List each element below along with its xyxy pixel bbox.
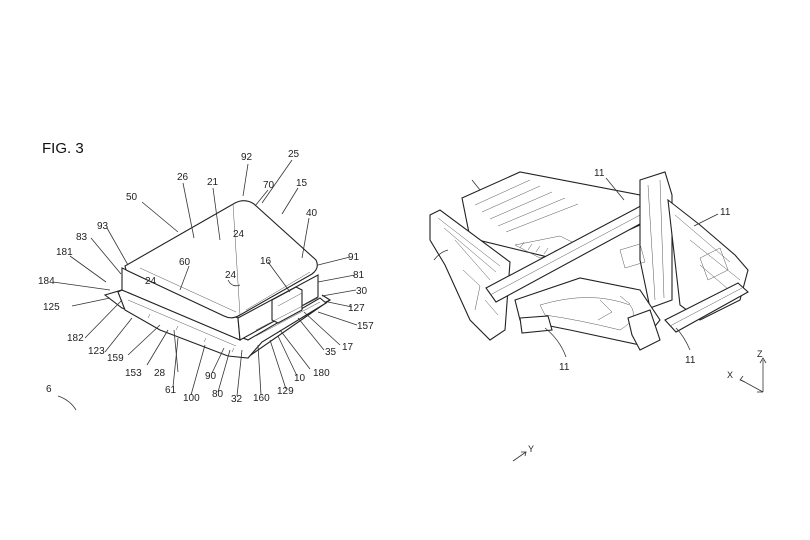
- connector-block: [271, 286, 303, 324]
- axis-y-label: Y: [528, 444, 534, 454]
- reference-numeral: 129: [277, 386, 294, 397]
- reference-numeral: 127: [348, 303, 365, 314]
- reference-numeral: 80: [212, 389, 224, 400]
- reference-numeral: 26: [177, 172, 189, 183]
- reference-numeral: 16: [260, 256, 272, 267]
- axis-z-label: Z: [757, 349, 763, 359]
- coordinate-axes: Z X Y: [512, 349, 767, 462]
- reference-numeral: 70: [263, 180, 275, 191]
- reference-numeral: 157: [357, 321, 374, 332]
- reference-numeral: 160: [253, 393, 270, 404]
- reference-numeral: 24: [225, 270, 237, 281]
- reference-numeral: 100: [183, 393, 200, 404]
- reference-numeral: 92: [241, 152, 253, 163]
- leader-lines: [52, 159, 358, 411]
- reference-numeral: 153: [125, 368, 142, 379]
- reference-numeral: 184: [38, 276, 55, 287]
- right-reference-numerals: 11 11 11 11 11: [559, 168, 731, 373]
- battery-housing-drawing: [103, 200, 332, 359]
- reference-numeral: 182: [67, 333, 84, 344]
- reference-numeral: 11: [720, 207, 731, 218]
- right-leader-lines: [433, 177, 719, 358]
- reference-numeral: 40: [306, 208, 318, 219]
- reference-numeral: 159: [107, 353, 124, 364]
- reference-numeral: 50: [126, 192, 138, 203]
- reference-numeral: 6: [46, 384, 52, 395]
- reference-numeral: 25: [288, 149, 300, 160]
- reference-numeral: 91: [348, 252, 360, 263]
- right-upright: [639, 171, 673, 309]
- reference-numeral: 35: [325, 347, 337, 358]
- reference-numeral: 10: [294, 373, 306, 384]
- left-rail: [429, 209, 511, 341]
- reference-numeral: 81: [353, 270, 365, 281]
- reference-numeral: 24: [233, 229, 245, 240]
- reference-numeral: 123: [88, 346, 105, 357]
- reference-numeral: 32: [231, 394, 243, 405]
- knuckle: [627, 309, 661, 351]
- reference-numeral: 181: [56, 247, 73, 258]
- reference-numeral: 28: [154, 368, 166, 379]
- reference-numeral: 83: [76, 232, 88, 243]
- figure-title: FIG. 3: [42, 140, 84, 157]
- reference-numeral: 21: [207, 177, 219, 188]
- reference-numeral: 30: [356, 286, 368, 297]
- reference-numeral: 60: [179, 257, 191, 268]
- reference-numeral: 90: [205, 371, 217, 382]
- reference-numeral: 24: [145, 276, 157, 287]
- lower-arm: [519, 315, 553, 334]
- lower-cross-beam: [664, 282, 749, 333]
- reference-numeral: 11: [559, 362, 570, 373]
- reference-numeral: 125: [43, 302, 60, 313]
- housing-lid: [124, 200, 318, 319]
- vehicle-frame-drawing: [429, 171, 749, 351]
- reference-numeral: 93: [97, 221, 109, 232]
- reference-numeral: 11: [594, 168, 605, 179]
- reference-numeral: 11: [685, 355, 696, 366]
- reference-numeral: 17: [342, 342, 354, 353]
- reference-numeral: 180: [313, 368, 330, 379]
- reference-numeral: 61: [165, 385, 177, 396]
- axis-x-label: X: [727, 370, 733, 380]
- reference-numeral: 15: [296, 178, 308, 189]
- reference-numerals: 92 25 26 21 70 15 50 40 93 24 83 181 60 …: [38, 149, 374, 405]
